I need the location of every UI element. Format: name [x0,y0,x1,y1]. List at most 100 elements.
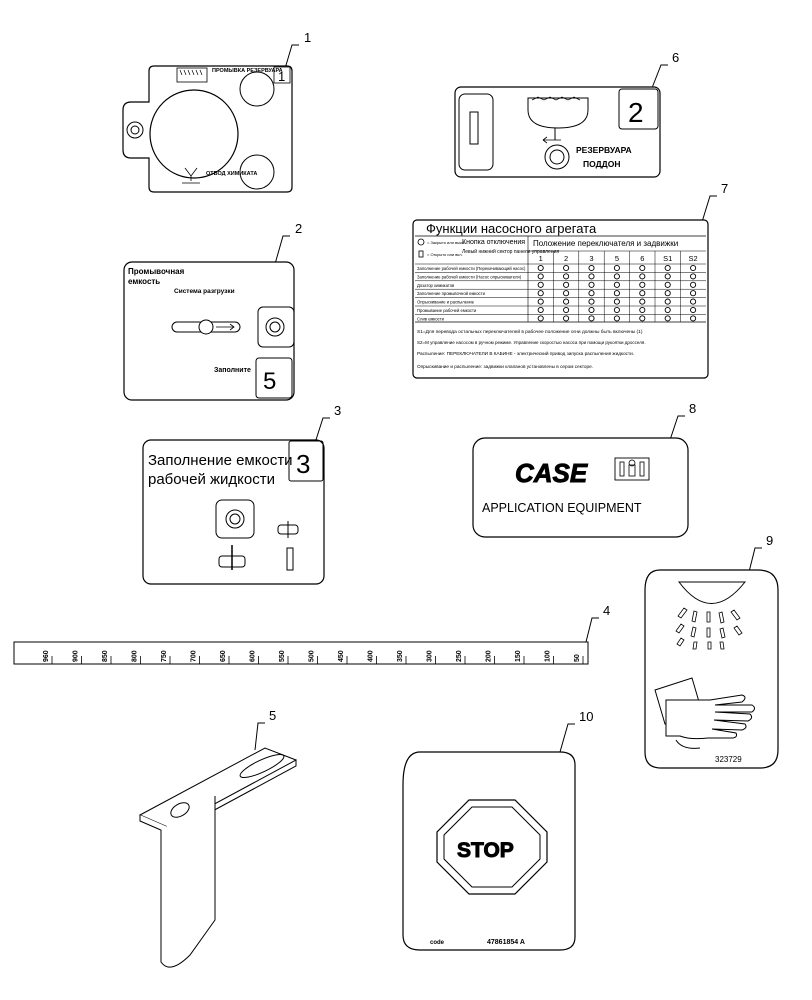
switch-marker [588,315,595,322]
switch-marker [537,290,544,297]
decal-1-flush-tank: ПРОМЫВКА РЕЗЕРВУАРА 1 ОТВОД ХИМИКАТА [122,65,293,193]
stop-sign-icon [436,799,548,895]
switch-marker [690,264,697,272]
switch-marker [563,264,570,272]
svg-text:3: 3 [296,449,310,479]
svg-text:2: 2 [295,221,302,236]
column-header: 2 [564,254,568,263]
svg-text:Опрыскивание и распыление: зад: Опрыскивание и распыление: задвижки клап… [417,364,593,369]
switch-marker [563,281,570,288]
spray-icon [176,67,208,83]
svg-text:7: 7 [721,181,728,196]
callout-6: 6 [651,50,679,89]
switch-marker [537,298,544,305]
strip-label: 100 [545,650,552,662]
svg-text:2: 2 [628,97,644,128]
svg-text:6: 6 [672,50,679,65]
switch-marker [690,281,697,288]
switch-marker [690,306,697,314]
svg-text:рабочей жидкости: рабочей жидкости [148,471,275,488]
strip-label: 960 [43,650,50,662]
svg-text:Заполните: Заполните [214,367,251,374]
strip-label: 400 [368,650,375,662]
switch-marker [588,306,595,314]
part-5-bracket [138,747,298,968]
switch-marker [613,306,620,314]
switch-marker [537,315,544,322]
table-row-label: Слив емкости [417,316,445,321]
svg-text:9: 9 [766,533,773,548]
strip-label: 250 [456,650,463,662]
callout-1: 1 [283,30,311,73]
svg-text:8: 8 [689,401,696,416]
decal-9-wash-hands: 323729 [644,569,779,769]
strip-label: 200 [486,650,493,662]
strip-label: 900 [73,650,80,662]
svg-text:Система разгрузки: Система разгрузки [174,288,235,295]
callout-10: 10 [559,709,593,753]
tank-icon [527,97,589,129]
switch-marker [664,273,671,280]
svg-text:= Закрыто или выкл.: = Закрыто или выкл. [427,240,465,245]
switch-marker [664,298,671,305]
switch-marker [639,273,646,280]
switch-marker [537,306,544,314]
shower-icon [678,581,747,604]
table-title: Функции насосного агрегата [426,221,597,236]
svg-text:Левый нижний сектор панели упр: Левый нижний сектор панели управления [462,248,559,255]
switch-marker [690,290,697,297]
case-logo: CASE [515,458,588,488]
callout-8: 8 [669,401,696,441]
table-row-label: Дозатор химикатов [417,283,455,288]
table-row-label: Опрыскивание и распыление [417,300,475,305]
svg-text:ПОДДОН: ПОДДОН [583,159,620,169]
svg-text:S1=Для перевода остальных пере: S1=Для перевода остальных переключателей… [417,328,643,335]
hand-icon [665,694,755,740]
strip-label: 700 [191,650,198,662]
column-header: 3 [589,254,593,263]
circle-cutout [149,89,239,179]
table-row-label: Заполнение рабочей емкости (Перекачивающ… [417,266,526,271]
strip-label: 150 [515,650,522,662]
svg-text:ОТВОД ХИМИКАТА: ОТВОД ХИМИКАТА [206,171,257,177]
decal-6-reservoir: 2 РЕЗЕРВУАРА ПОДДОН [454,86,661,178]
callout-2: 2 [274,221,302,265]
svg-text:5: 5 [263,368,276,395]
decal-10-stop: STOP code 47861854 A [402,751,576,951]
switch-marker [563,273,570,280]
svg-text:APPLICATION EQUIPMENT: APPLICATION EQUIPMENT [482,501,642,515]
switch-marker [563,306,570,314]
svg-text:Положение переключателя и задв: Положение переключателя и задвижки [533,239,678,248]
svg-text:S2=M управление насосом в ручн: S2=M управление насосом в ручном режиме.… [417,340,646,345]
switch-marker [613,315,620,322]
switch-marker [563,315,570,322]
switch-marker [639,290,646,297]
decal-3-fill-tank: Заполнение емкости рабочей жидкости 3 [142,439,325,585]
switch-marker [664,290,671,297]
strip-label: 300 [427,650,434,662]
svg-text:4: 4 [603,603,610,618]
switch-marker [613,298,620,305]
switch-marker [664,281,671,288]
switch-marker [664,264,671,272]
switch-marker [563,298,570,305]
strip-label: 600 [250,650,257,662]
switch-marker [613,264,620,272]
switch-marker [690,273,697,280]
switch-marker [664,306,671,314]
decal-2-rinse-tank: Промывочная емкость Система разгрузки За… [123,261,295,401]
decal-7-pump-functions: Функции насосного агрегата = Закрыто или… [412,219,709,379]
callout-3: 3 [313,403,341,447]
svg-text:Промывочная: Промывочная [128,267,185,276]
switch-marker [639,281,646,288]
callout-4: 4 [585,603,610,643]
table-row-label: Заполнение рабочей емкости (Насос опрыск… [417,274,522,279]
switch-marker [613,273,620,280]
switch-marker [537,264,544,272]
svg-text:Распыление: ПЕРЕКЛЮЧАТЕЛИ В КА: Распыление: ПЕРЕКЛЮЧАТЕЛИ В КАБИНЕ - эле… [417,350,634,356]
svg-text:STOP: STOP [457,839,514,862]
svg-text:code: code [430,940,445,946]
switch-marker [588,290,595,297]
